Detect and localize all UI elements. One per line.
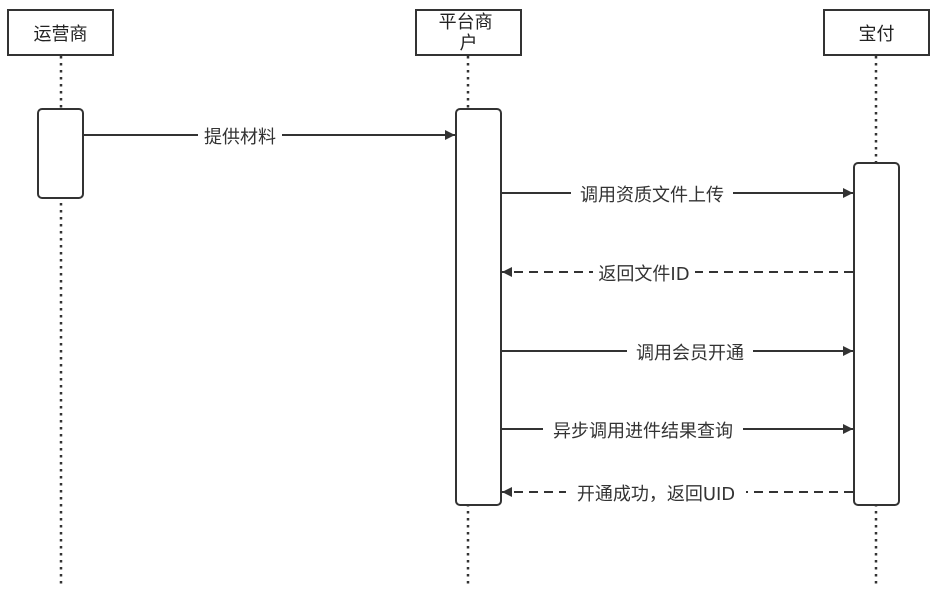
actor-box-merchant bbox=[415, 9, 522, 56]
message-label-bg-5 bbox=[566, 482, 746, 504]
activation-merchant bbox=[455, 108, 502, 506]
message-label-bg-2 bbox=[593, 262, 695, 284]
message-label-0: 提供材料 bbox=[204, 127, 276, 148]
message-0: 提供材料 bbox=[83, 125, 455, 148]
message-label-bg-1 bbox=[571, 183, 733, 205]
message-3: 调用会员开通 bbox=[501, 341, 853, 364]
message-label-1: 调用资质文件上传 bbox=[580, 185, 724, 206]
message-4: 异步调用进件结果查询 bbox=[501, 419, 853, 442]
actor-box-operator bbox=[7, 9, 114, 56]
message-label-bg-3 bbox=[627, 341, 753, 363]
message-label-3: 调用会员开通 bbox=[636, 343, 744, 364]
actor-merchant: 平台商 户 bbox=[415, 9, 522, 56]
messages: 提供材料 调用资质文件上传 返回文件ID 调用会员开通 异步调用进件结果查询 开… bbox=[83, 125, 853, 505]
message-label-bg-4 bbox=[543, 419, 743, 441]
actor-label-merchant-line1: 平台商 bbox=[439, 12, 493, 33]
actor-label-baofu: 宝付 bbox=[859, 24, 895, 45]
activation-baofu bbox=[853, 162, 900, 506]
activation-operator bbox=[37, 108, 84, 199]
actor-box-baofu bbox=[823, 9, 930, 56]
message-5: 开通成功，返回UID bbox=[502, 482, 853, 505]
actor-baofu: 宝付 bbox=[823, 9, 930, 56]
message-1: 调用资质文件上传 bbox=[501, 183, 853, 206]
actor-label-operator: 运营商 bbox=[34, 24, 88, 45]
activations bbox=[37, 108, 900, 506]
message-label-5: 开通成功，返回UID bbox=[577, 484, 735, 505]
actor-label-merchant-line2: 户 bbox=[460, 33, 478, 54]
message-label-4: 异步调用进件结果查询 bbox=[553, 421, 733, 442]
message-label-2: 返回文件ID bbox=[598, 264, 689, 285]
actor-operator: 运营商 bbox=[7, 9, 114, 56]
actor-label-merchant: 平台商 户 bbox=[439, 12, 499, 54]
message-label-bg-0 bbox=[198, 125, 282, 147]
message-2: 返回文件ID bbox=[502, 262, 853, 285]
